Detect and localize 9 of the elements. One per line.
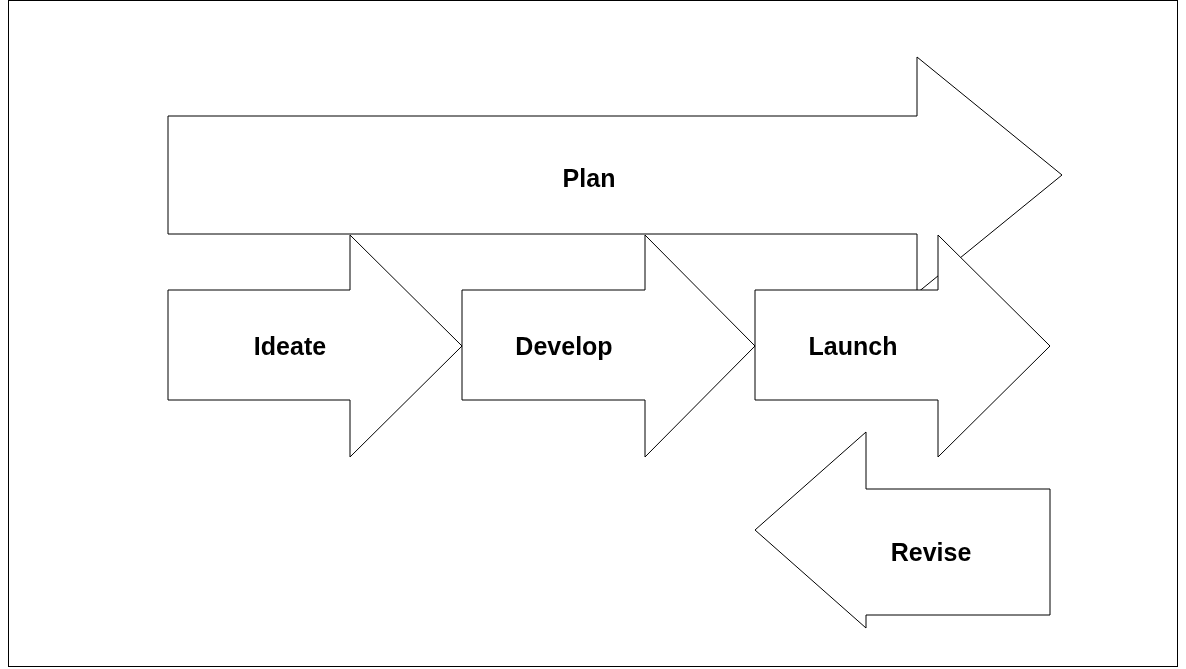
stage-label: Revise bbox=[890, 537, 972, 567]
backward-stage-shape bbox=[755, 432, 1050, 628]
process-stage-shape bbox=[755, 235, 1050, 457]
process-stage-shape bbox=[168, 235, 462, 457]
stage-label: Launch bbox=[808, 331, 898, 361]
stage-label: Ideate bbox=[253, 331, 327, 361]
process-stage-shape bbox=[462, 235, 755, 457]
stage-label: Plan bbox=[562, 163, 616, 193]
stage-label: Develop bbox=[515, 331, 613, 361]
